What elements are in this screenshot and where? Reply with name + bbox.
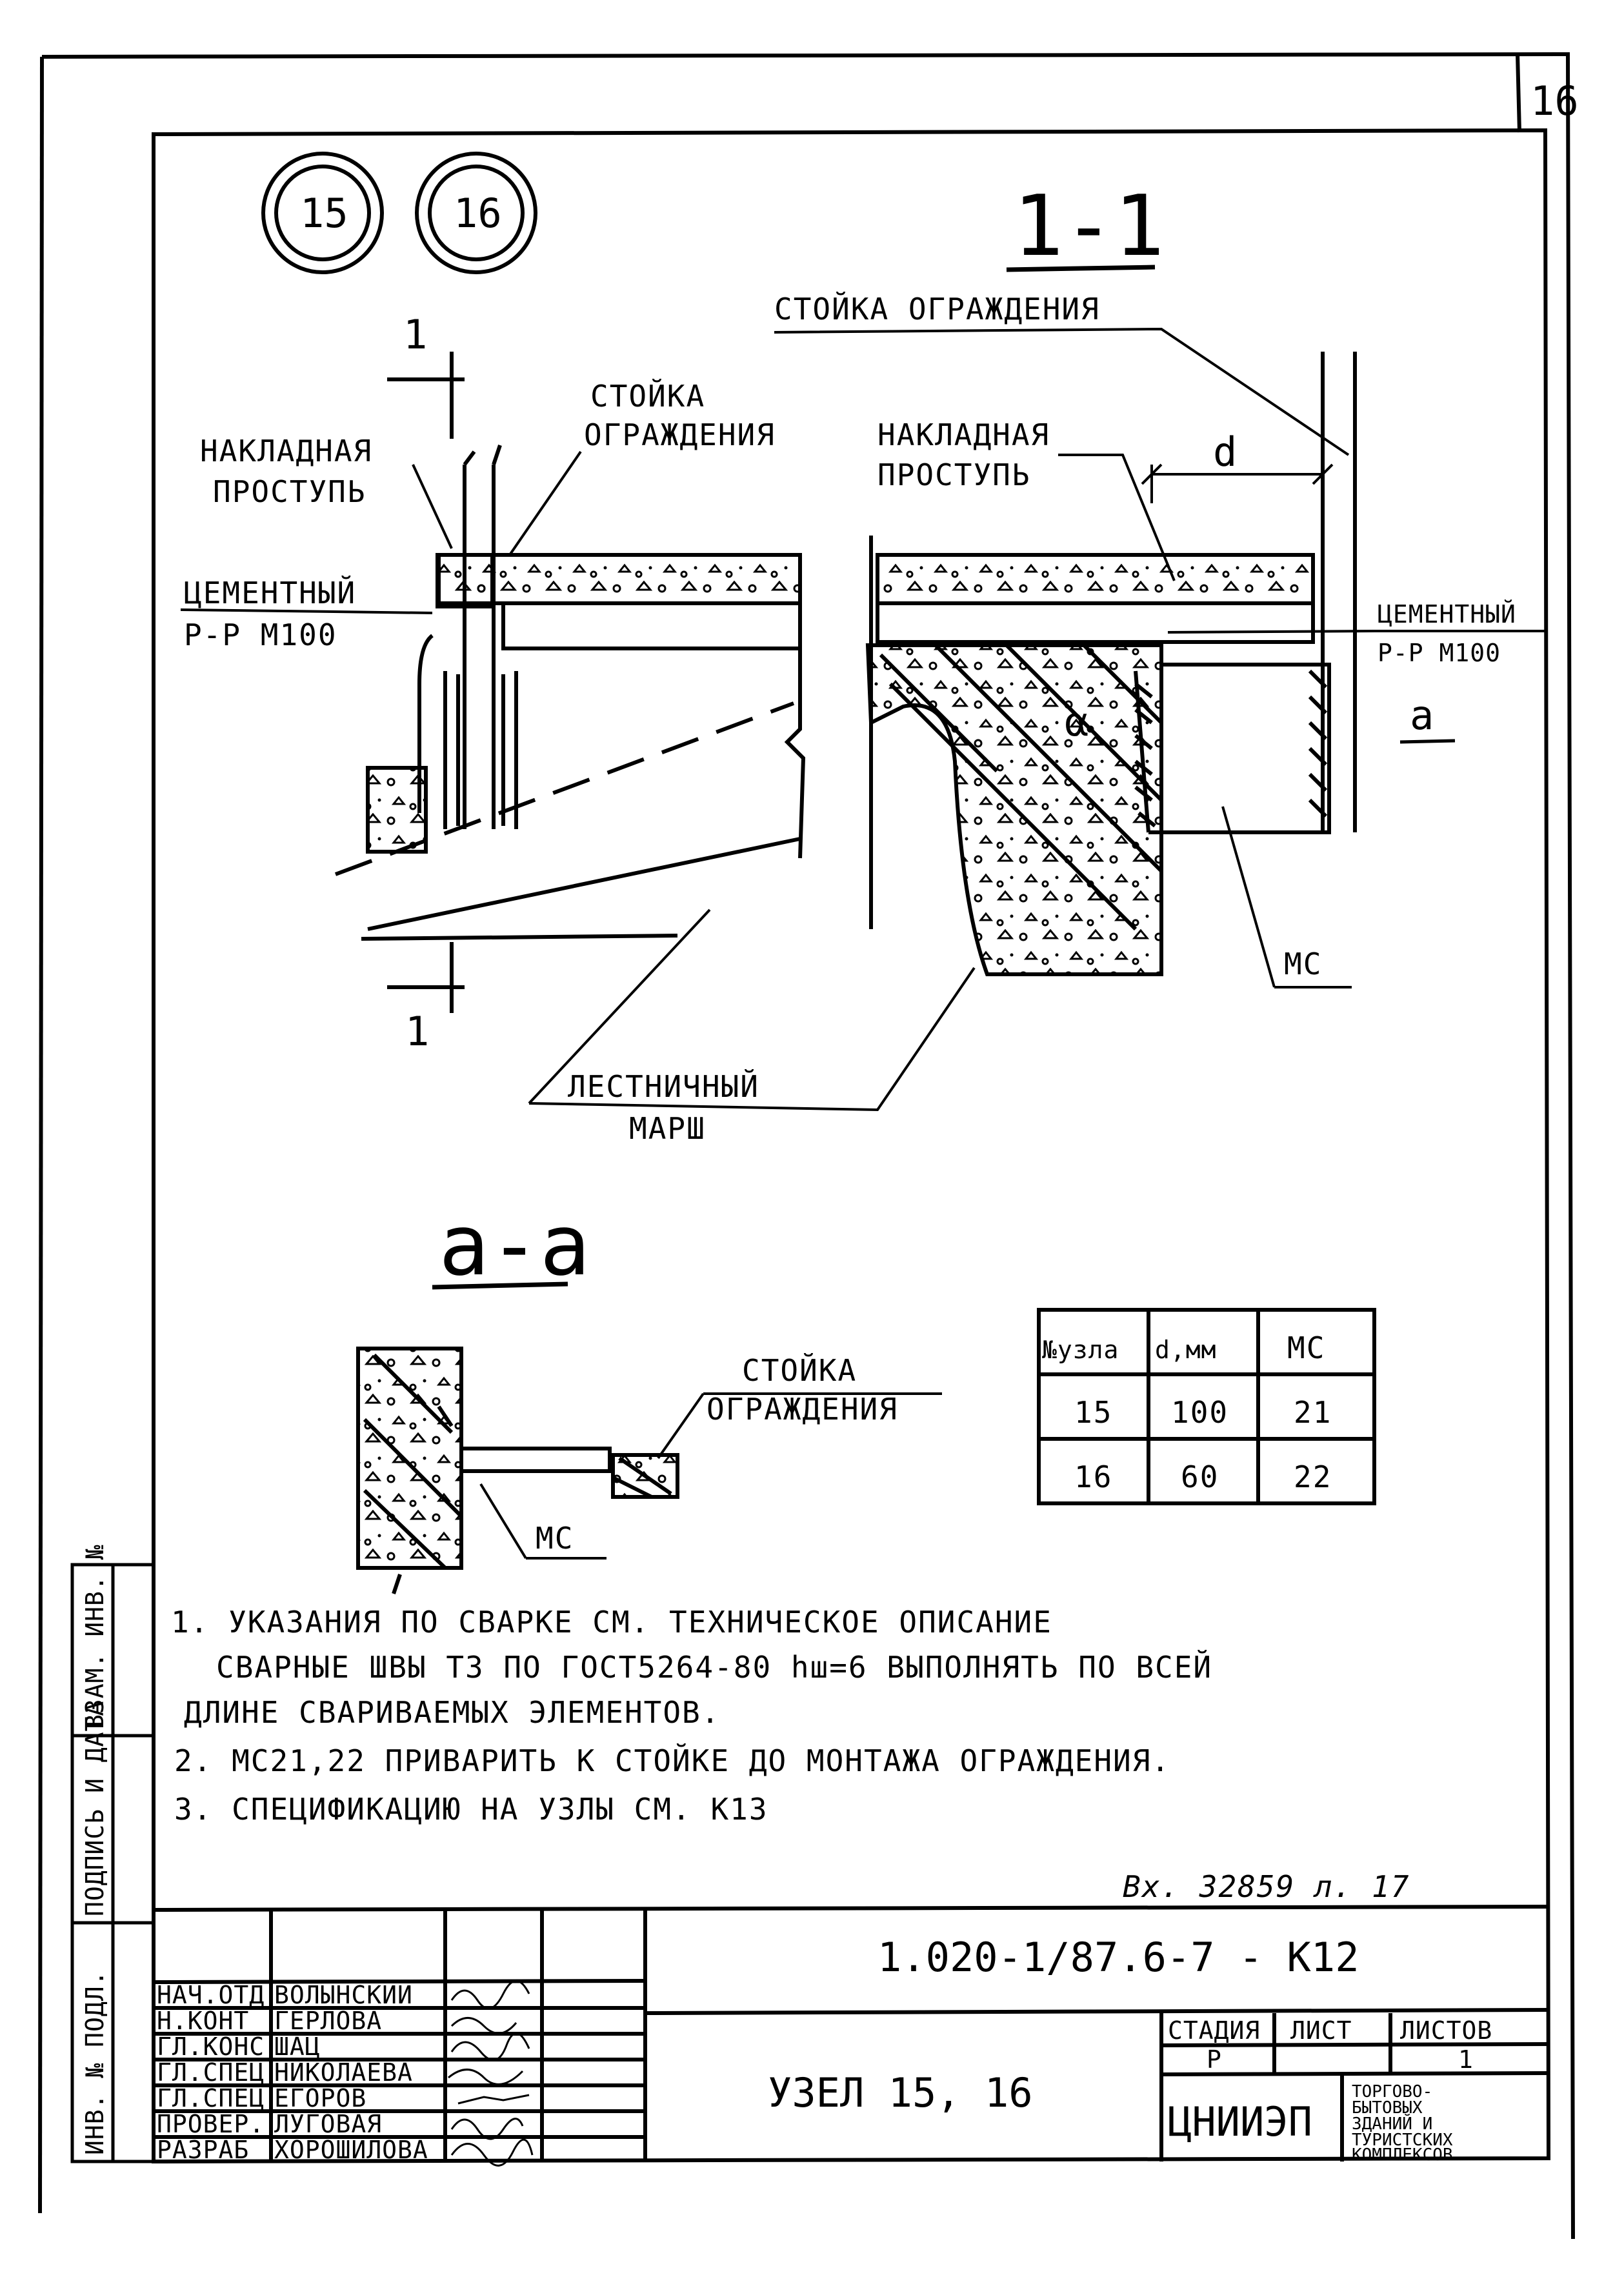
note-1: 1. УКАЗАНИЯ ПО СВАРКЕ СМ. ТЕХНИЧЕСКОЕ ОП… <box>171 1605 1052 1640</box>
table-cell: 60 <box>1181 1459 1219 1494</box>
role-label: Н.КОНТ <box>157 2007 249 2035</box>
cut-mark-top-line <box>387 352 465 439</box>
section-cut-a-underline <box>1399 739 1456 744</box>
node-mark-16 <box>415 152 537 274</box>
sheets-value: 1 <box>1458 2045 1474 2074</box>
dimension-d <box>1141 463 1334 516</box>
left-section-drawing <box>334 445 806 941</box>
label-mortar-right-1: ЦЕМЕНТНЫЙ <box>1378 600 1516 628</box>
leader-tread-left <box>412 464 453 549</box>
role-name: ХОРОШИЛОВА <box>274 2136 428 2164</box>
label-post-left-1: СТОЙКА <box>590 379 705 414</box>
org-desc: БЫТОВЫХ <box>1352 2098 1423 2118</box>
label-tread-left-1: НАКЛАДНАЯ <box>200 434 372 468</box>
org-desc: ТУРИСТСКИХ <box>1352 2131 1453 2150</box>
label-tread-right-1: НАКЛАДНАЯ <box>877 417 1050 452</box>
leader-tread-right <box>1058 454 1176 581</box>
leader-mortar-left <box>180 608 433 614</box>
sheet-frame <box>38 52 1575 2240</box>
label-stair-2: МАРШ <box>629 1111 706 1146</box>
leader-post-top <box>774 327 1350 456</box>
sheets-header: ЛИСТОВ <box>1400 2016 1492 2045</box>
section-1-1-underline <box>1006 265 1156 272</box>
cut-mark-top: 1 <box>403 311 427 358</box>
org-desc: ЗДАНИЙ И <box>1352 2113 1432 2134</box>
section-a-a-underline <box>432 1281 568 1290</box>
label-tread-right-2: ПРОСТУПЬ <box>877 457 1031 492</box>
label-post-left-2: ОГРАЖДЕНИЯ <box>584 417 776 452</box>
label-mc: МС <box>1284 947 1322 981</box>
table-header-node: №узла <box>1042 1336 1119 1364</box>
section-a-a-drawing <box>356 1347 679 1594</box>
leader-stair <box>528 908 976 1112</box>
role-label: РАЗРАБ <box>157 2136 249 2164</box>
note-2: 2. МС21,22 ПРИВАРИТЬ К СТОЙКЕ ДО МОНТАЖА… <box>174 1743 1170 1778</box>
label-mortar-left-1: ЦЕМЕНТНЫЙ <box>184 576 356 610</box>
node-mark-15 <box>261 152 384 274</box>
inventory-note: Вх. 32859 л. 17 <box>1123 1869 1410 1904</box>
note-1-cont-b: ДЛИНЕ СВАРИВАЕМЫХ ЭЛЕМЕНТОВ. <box>184 1695 720 1730</box>
label-mortar-left-2: Р-Р М100 <box>184 617 337 652</box>
table-header-d: d,мм <box>1155 1336 1217 1364</box>
label-aa-post-2: ОГРАЖДЕНИЯ <box>707 1392 898 1427</box>
label-aa-post-1: СТОЙКА <box>742 1353 857 1388</box>
section-1-1-title: 1-1 <box>1013 177 1165 275</box>
note-1-cont-a: СВАРНЫЕ ШВЫ Т3 ПО ГОСТ5264-80 hш=6 ВЫПОЛ… <box>216 1650 1212 1685</box>
signatures <box>448 1980 534 2167</box>
node-mark-15-label: 15 <box>300 190 348 237</box>
dim-d-label: d <box>1213 428 1237 476</box>
cut-mark-bottom: 1 <box>405 1008 429 1055</box>
side-stamp-replace: ВЗАМ. ИНВ. № <box>81 1544 109 1729</box>
role-name: ЕГОРОВ <box>274 2084 366 2112</box>
org-name: ЦНИИЭП <box>1168 2098 1312 2145</box>
node-mark-16-label: 16 <box>454 190 502 237</box>
table-cell: 21 <box>1294 1395 1332 1430</box>
stage-value: Р <box>1207 2045 1222 2074</box>
label-stair-1: ЛЕСТНИЧНЫЙ <box>568 1069 759 1104</box>
role-name: ЛУГОВАЯ <box>274 2110 382 2138</box>
label-tread-left-2: ПРОСТУПЬ <box>213 474 366 509</box>
side-stamp-sign: ПОДПИСЬ И ДАТА <box>81 1701 109 1916</box>
role-name: ГЕРЛОВА <box>274 2007 382 2035</box>
sheet-number: 16 <box>1530 77 1579 125</box>
table-cell: 22 <box>1294 1459 1332 1494</box>
table-cell: 100 <box>1171 1395 1228 1430</box>
right-section-drawing <box>865 352 1357 976</box>
label-mortar-right-2: Р-Р М100 <box>1378 639 1501 667</box>
role-name: ШАЦ <box>274 2032 321 2061</box>
leader-post-left <box>508 450 582 556</box>
drawing-title: УЗЕЛ 15, 16 <box>768 2069 1033 2116</box>
doc-code: 1.020-1/87.6-7 - К12 <box>877 1934 1359 1981</box>
table-cell: 15 <box>1074 1395 1112 1430</box>
org-desc: КОМПЛЕКСОВ <box>1352 2145 1453 2165</box>
label-aa-mc: МС <box>536 1521 574 1556</box>
role-name: НИКОЛАЕВА <box>274 2058 413 2087</box>
leader-mortar-right <box>1167 630 1545 634</box>
sheet-header: ЛИСТ <box>1290 2016 1352 2045</box>
table-header-mc: МС <box>1287 1330 1325 1365</box>
stage-header: СТАДИЯ <box>1168 2016 1260 2045</box>
label-post-top: СТОЙКА ОГРАЖДЕНИЯ <box>774 292 1100 326</box>
side-stamp-inv: ИНВ. № ПОДЛ. <box>81 1970 109 2155</box>
role-name: ВОЛЫНСКИЙ <box>274 1981 413 2009</box>
org-desc: ТОРГОВО- <box>1352 2082 1432 2101</box>
alpha-symbol: α <box>1065 698 1088 745</box>
leader-mc <box>1221 806 1352 988</box>
note-3: 3. СПЕЦИФИКАЦИЮ НА УЗЛЫ СМ. К13 <box>174 1792 768 1827</box>
table-cell: 16 <box>1074 1459 1112 1494</box>
cut-mark-bottom-line <box>387 942 465 1013</box>
leader-aa-mc <box>479 1483 606 1560</box>
title-block <box>152 1905 1549 2162</box>
section-cut-a: a <box>1410 692 1434 739</box>
role-label: НАЧ.ОТД <box>157 1981 265 2009</box>
role-label: ГЛ.СПЕЦ <box>157 2058 265 2087</box>
role-label: ПРОВЕР. <box>157 2110 265 2138</box>
node-table <box>1037 1308 1376 1505</box>
role-label: ГЛ.СПЕЦ <box>157 2084 265 2112</box>
role-label: ГЛ.КОНС <box>157 2032 265 2061</box>
leader-aa-post <box>657 1392 942 1459</box>
section-a-a-title: a-a <box>439 1196 590 1294</box>
side-stamp <box>70 1563 155 2163</box>
